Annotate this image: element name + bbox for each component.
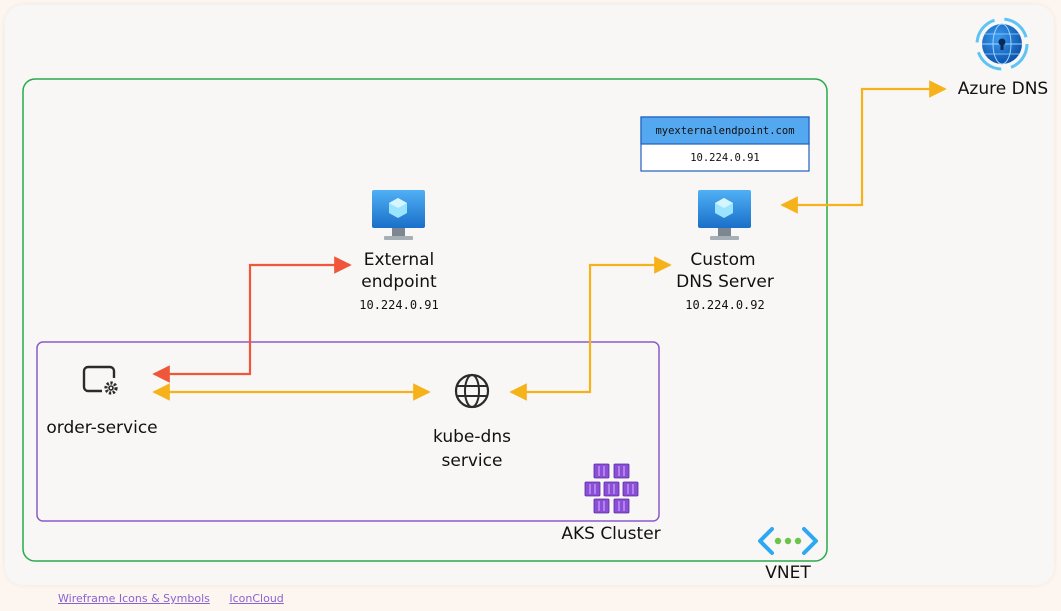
azure-dns-label: Azure DNS <box>958 79 1048 99</box>
vnet-chevrons-icon <box>758 527 818 555</box>
kubernetes-cubes-icon <box>584 463 639 514</box>
vnet-label: VNET <box>765 563 811 583</box>
kubedns-to-customdns-arrow <box>509 256 672 401</box>
kubernetes-cubes-detail <box>589 466 634 511</box>
external-endpoint-label-line2: endpoint <box>361 272 437 292</box>
dns-record-table: myexternalendpoint.com 10.224.0.91 <box>640 116 810 172</box>
footer: Wireframe Icons & Symbols IconCloud <box>58 592 300 605</box>
order-service-label: order-service <box>46 418 157 438</box>
custom-dns-label-line1: Custom <box>690 250 755 270</box>
dns-record-name: myexternalendpoint.com <box>655 125 794 137</box>
globe-icon <box>454 373 490 409</box>
globe-lock-icon <box>975 17 1029 71</box>
external-endpoint-ip: 10.224.0.91 <box>359 298 438 312</box>
footer-link-iconcloud[interactable]: IconCloud <box>229 592 284 605</box>
custom-dns-label-line2: DNS Server <box>676 272 774 292</box>
order-to-external-arrow <box>152 256 352 383</box>
customdns-to-azuredns-arrow <box>780 80 947 214</box>
external-endpoint-label-line1: External <box>364 250 435 270</box>
custom-dns-ip: 10.224.0.92 <box>685 298 764 312</box>
kube-dns-label-line1: kube-dns <box>433 427 511 447</box>
service-gear-icon <box>82 365 120 396</box>
footer-link-wireframe-icons[interactable]: Wireframe Icons & Symbols <box>58 592 210 605</box>
kube-dns-label-line2: service <box>442 451 503 471</box>
dns-record-ip: 10.224.0.91 <box>690 152 760 164</box>
vnet-boundary <box>22 78 828 562</box>
monitor-vm-icon <box>698 190 751 240</box>
monitor-vm-icon <box>372 190 425 240</box>
aks-cluster-label: AKS Cluster <box>561 524 660 544</box>
